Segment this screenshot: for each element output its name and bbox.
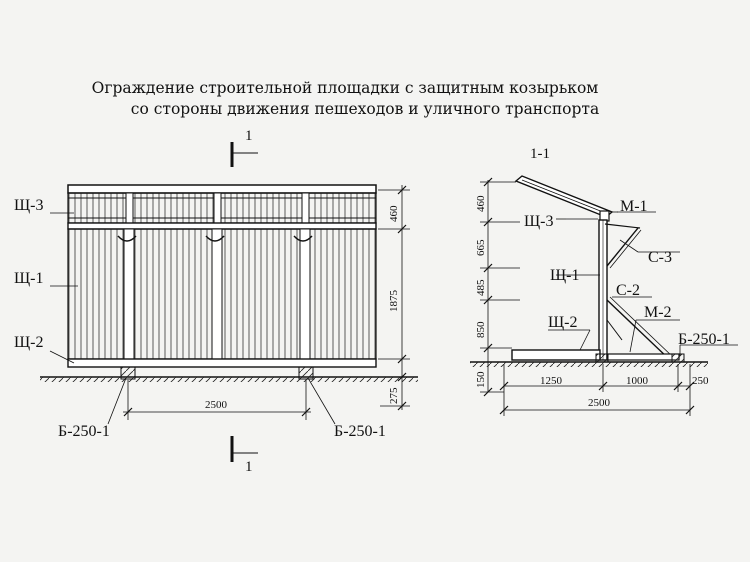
label-c3: С-3 — [648, 249, 672, 266]
dim-250-section: 250 — [692, 375, 709, 387]
label-c2: С-2 — [616, 282, 640, 299]
label-b250-section: Б-250-1 — [678, 331, 730, 348]
dim-485-section: 485 — [475, 279, 487, 296]
strut-c2 — [606, 299, 671, 361]
title-line-2: со стороны движения пешеходов и уличного… — [130, 100, 600, 118]
plate-m2 — [606, 353, 680, 361]
dim-1250-section: 1250 — [540, 375, 563, 387]
fence-section — [470, 175, 738, 416]
section-title: 1-1 — [530, 146, 550, 162]
section-mark-top — [230, 142, 258, 167]
base-shch2 — [511, 349, 601, 361]
title-line-1: Ограждение строительной площадки с защит… — [91, 79, 599, 97]
section-mark-bottom-label: 1 — [245, 459, 253, 475]
dim-275-elevation: 275 — [388, 387, 400, 404]
label-shch3-elevation: Щ-3 — [14, 197, 43, 214]
label-b250-right: Б-250-1 — [334, 423, 386, 440]
label-shch1-section: Щ-1 — [550, 267, 579, 284]
dim-665-section: 665 — [475, 239, 487, 256]
dim-460-elevation: 460 — [388, 205, 400, 222]
dim-1000-section: 1000 — [626, 375, 649, 387]
label-shch1-elevation: Щ-1 — [14, 270, 43, 287]
label-shch3-section: Щ-3 — [524, 213, 553, 230]
section-mark-bottom — [230, 436, 258, 462]
dim-150-section: 150 — [475, 371, 487, 388]
dim-850-section: 850 — [475, 321, 487, 338]
dim-1875-elevation: 1875 — [388, 290, 400, 313]
label-shch2-elevation: Щ-2 — [14, 334, 43, 351]
block-left — [120, 366, 136, 380]
fence-elevation — [40, 142, 418, 462]
dim-2500-section: 2500 — [588, 397, 611, 409]
dim-460-section: 460 — [475, 195, 487, 212]
panel-shch2 — [67, 358, 377, 368]
label-m1: М-1 — [620, 198, 648, 215]
canopy-beam — [67, 184, 377, 194]
label-shch2-section: Щ-2 — [548, 314, 577, 331]
label-m2: М-2 — [644, 304, 672, 321]
block-right — [298, 366, 314, 380]
label-b250-left: Б-250-1 — [58, 423, 110, 440]
dim-2500-elevation: 2500 — [205, 399, 228, 411]
section-mark-top-label: 1 — [245, 128, 253, 144]
strut-c3 — [606, 227, 639, 267]
